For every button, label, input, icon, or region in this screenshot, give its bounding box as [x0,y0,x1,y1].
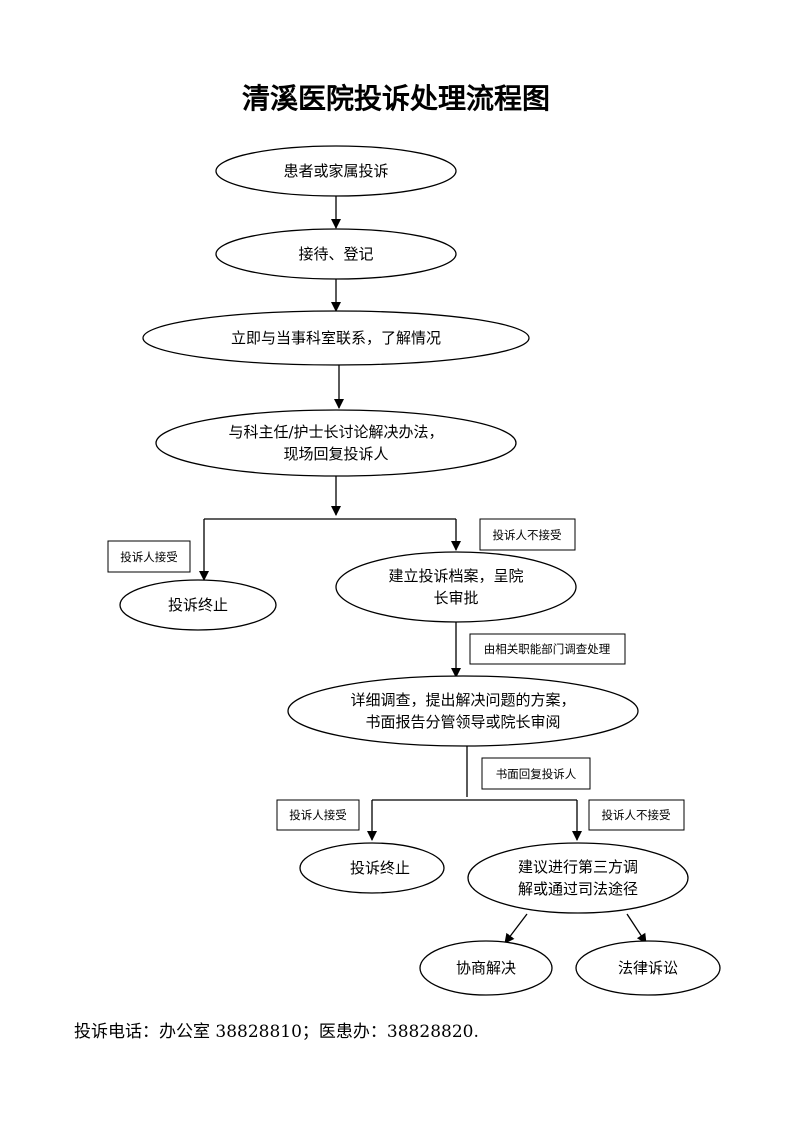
arrow-to-negotiation [504,913,528,944]
node-end-1-label: 投诉终止 [168,596,228,614]
arrow-to-litigation [626,913,647,944]
node-archive-line1: 建立投诉档案，呈院 [388,567,523,585]
node-end-2-label: 投诉终止 [350,859,410,877]
node-complaint-label: 患者或家属投诉 [283,162,388,180]
footer-contact: 投诉电话：办公室 38828810；医患办：38828820. [74,1022,479,1042]
node-negotiation-label: 协商解决 [456,959,516,977]
label-accept-1-text: 投诉人接受 [120,550,178,564]
node-investigate-line1: 详细调查，提出解决问题的方案， [350,691,575,709]
node-third-party-line2: 解或通过司法途径 [518,880,638,898]
node-reception-label: 接待、登记 [298,245,373,263]
label-dept-investigate-text: 由相关职能部门调查处理 [484,642,611,656]
node-contact-dept: 立即与当事科室联系，了解情况 [142,310,530,366]
node-archive-line2: 长审批 [433,589,478,607]
page-title: 清溪医院投诉处理流程图 [242,82,550,115]
branch-1-connectors [199,518,461,581]
label-dept-investigate: 由相关职能部门调查处理 [469,633,626,665]
label-reject-1-text: 投诉人不接受 [493,528,562,542]
label-accept-1: 投诉人接受 [107,540,191,573]
node-end-1: 投诉终止 [119,579,277,631]
node-litigation: 法律诉讼 [575,940,721,996]
node-contact-dept-label: 立即与当事科室联系，了解情况 [231,329,441,347]
node-archive: 建立投诉档案，呈院 长审批 [335,551,577,623]
node-negotiation: 协商解决 [419,940,553,996]
label-accept-2: 投诉人接受 [276,799,360,831]
branch-2-connectors [367,799,582,841]
node-investigate: 详细调查，提出解决问题的方案， 书面报告分管领导或院长审阅 [287,675,639,747]
node-discuss-line1: 与科主任/护士长讨论解决办法， [228,423,443,441]
label-reject-2: 投诉人不接受 [588,799,685,831]
node-complaint: 患者或家属投诉 [215,145,457,197]
label-accept-2-text: 投诉人接受 [289,808,347,822]
label-written-reply: 书面回复投诉人 [481,757,591,790]
node-investigate-line2: 书面报告分管领导或院长审阅 [365,713,560,731]
label-reject-2-text: 投诉人不接受 [602,808,671,822]
node-end-2: 投诉终止 [299,842,445,894]
label-written-reply-text: 书面回复投诉人 [496,767,577,781]
node-discuss: 与科主任/护士长讨论解决办法， 现场回复投诉人 [155,409,517,477]
node-litigation-label: 法律诉讼 [618,959,678,977]
node-reception: 接待、登记 [215,228,457,280]
label-reject-1: 投诉人不接受 [479,518,576,551]
node-third-party-line1: 建议进行第三方调 [518,858,638,876]
node-third-party: 建议进行第三方调 解或通过司法途径 [467,842,689,914]
node-discuss-line2: 现场回复投诉人 [283,445,388,463]
